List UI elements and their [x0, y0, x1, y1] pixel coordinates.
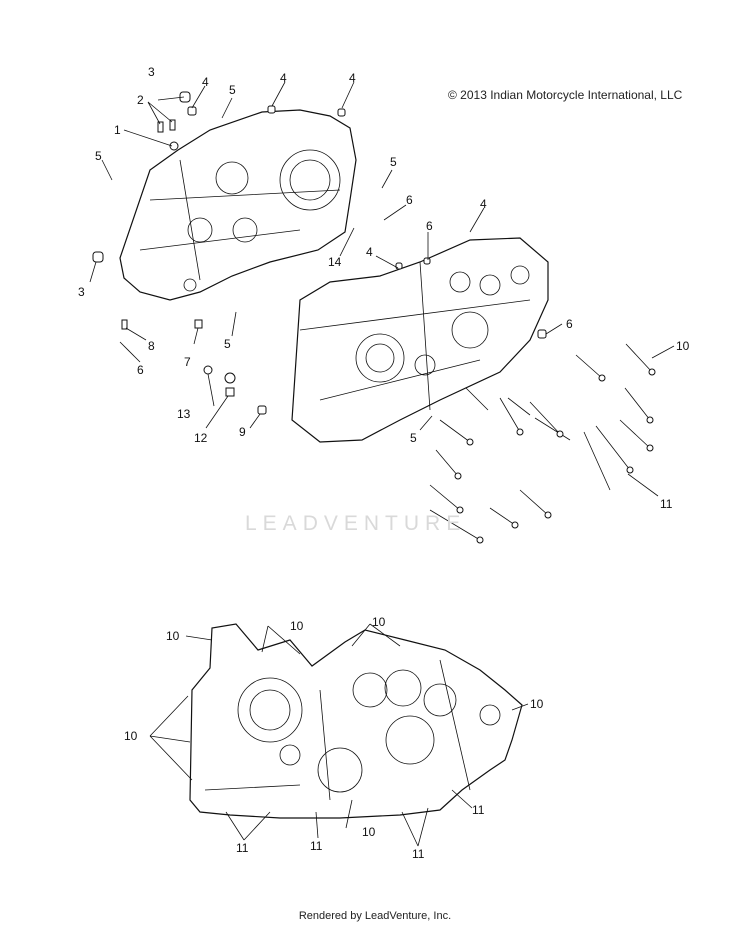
callout-4-b: 4 — [280, 71, 287, 85]
callout-5-b: 5 — [95, 149, 102, 163]
callout-6-b: 6 — [426, 219, 433, 233]
watermark: LEADVENTURE — [245, 512, 467, 535]
callout-10-lower-b: 10 — [290, 619, 304, 633]
callout-3-top: 3 — [148, 65, 155, 79]
callout-6-d: 6 — [566, 317, 573, 331]
callout-11-lower-b: 11 — [310, 839, 323, 853]
crankcase-bolts — [429, 343, 656, 544]
callout-leaders — [89, 81, 675, 847]
callout-4-d: 4 — [480, 197, 487, 211]
callout-4-c: 4 — [349, 71, 356, 85]
callout-12: 12 — [194, 431, 208, 445]
callout-10-top: 10 — [676, 339, 690, 353]
callout-5-a: 5 — [229, 83, 236, 97]
callout-5-d: 5 — [224, 337, 231, 351]
callout-10-lower-e: 10 — [530, 697, 544, 711]
callout-10-lower-d: 10 — [124, 729, 138, 743]
right-crankcase — [291, 237, 549, 443]
small-fasteners — [92, 91, 547, 415]
callout-6-c: 6 — [137, 363, 144, 377]
callout-4-e: 4 — [366, 245, 373, 259]
left-crankcase — [119, 109, 357, 301]
callout-10-lower-a: 10 — [166, 629, 180, 643]
footer-credit: Rendered by LeadVenture, Inc. — [298, 910, 452, 922]
callout-10-lower-c: 10 — [372, 615, 386, 629]
callout-1: 1 — [114, 123, 121, 137]
callout-9: 9 — [239, 425, 246, 439]
callout-11-top: 11 — [660, 497, 673, 511]
callout-5-e: 5 — [410, 431, 417, 445]
callout-13: 13 — [177, 407, 191, 421]
callout-labels: 1 2 3 3 4 4 4 4 4 5 5 5 5 5 6 6 6 6 7 8 … — [78, 65, 690, 861]
callout-4-a: 4 — [202, 75, 209, 89]
callout-7: 7 — [184, 355, 191, 369]
callout-6-a: 6 — [406, 193, 413, 207]
callout-8: 8 — [148, 339, 155, 353]
callout-5-c: 5 — [390, 155, 397, 169]
assembled-crankcase-view — [189, 623, 523, 819]
callout-10-lower-f: 10 — [362, 825, 376, 839]
callout-11-lower-c: 11 — [412, 847, 425, 861]
callout-11-lower-a: 11 — [236, 841, 249, 855]
callout-2: 2 — [137, 93, 144, 107]
callout-14: 14 — [328, 255, 342, 269]
callout-11-lower-d: 11 — [472, 803, 485, 817]
callout-3-left: 3 — [78, 285, 85, 299]
copyright-notice: © 2013 Indian Motorcycle International, … — [448, 88, 683, 102]
